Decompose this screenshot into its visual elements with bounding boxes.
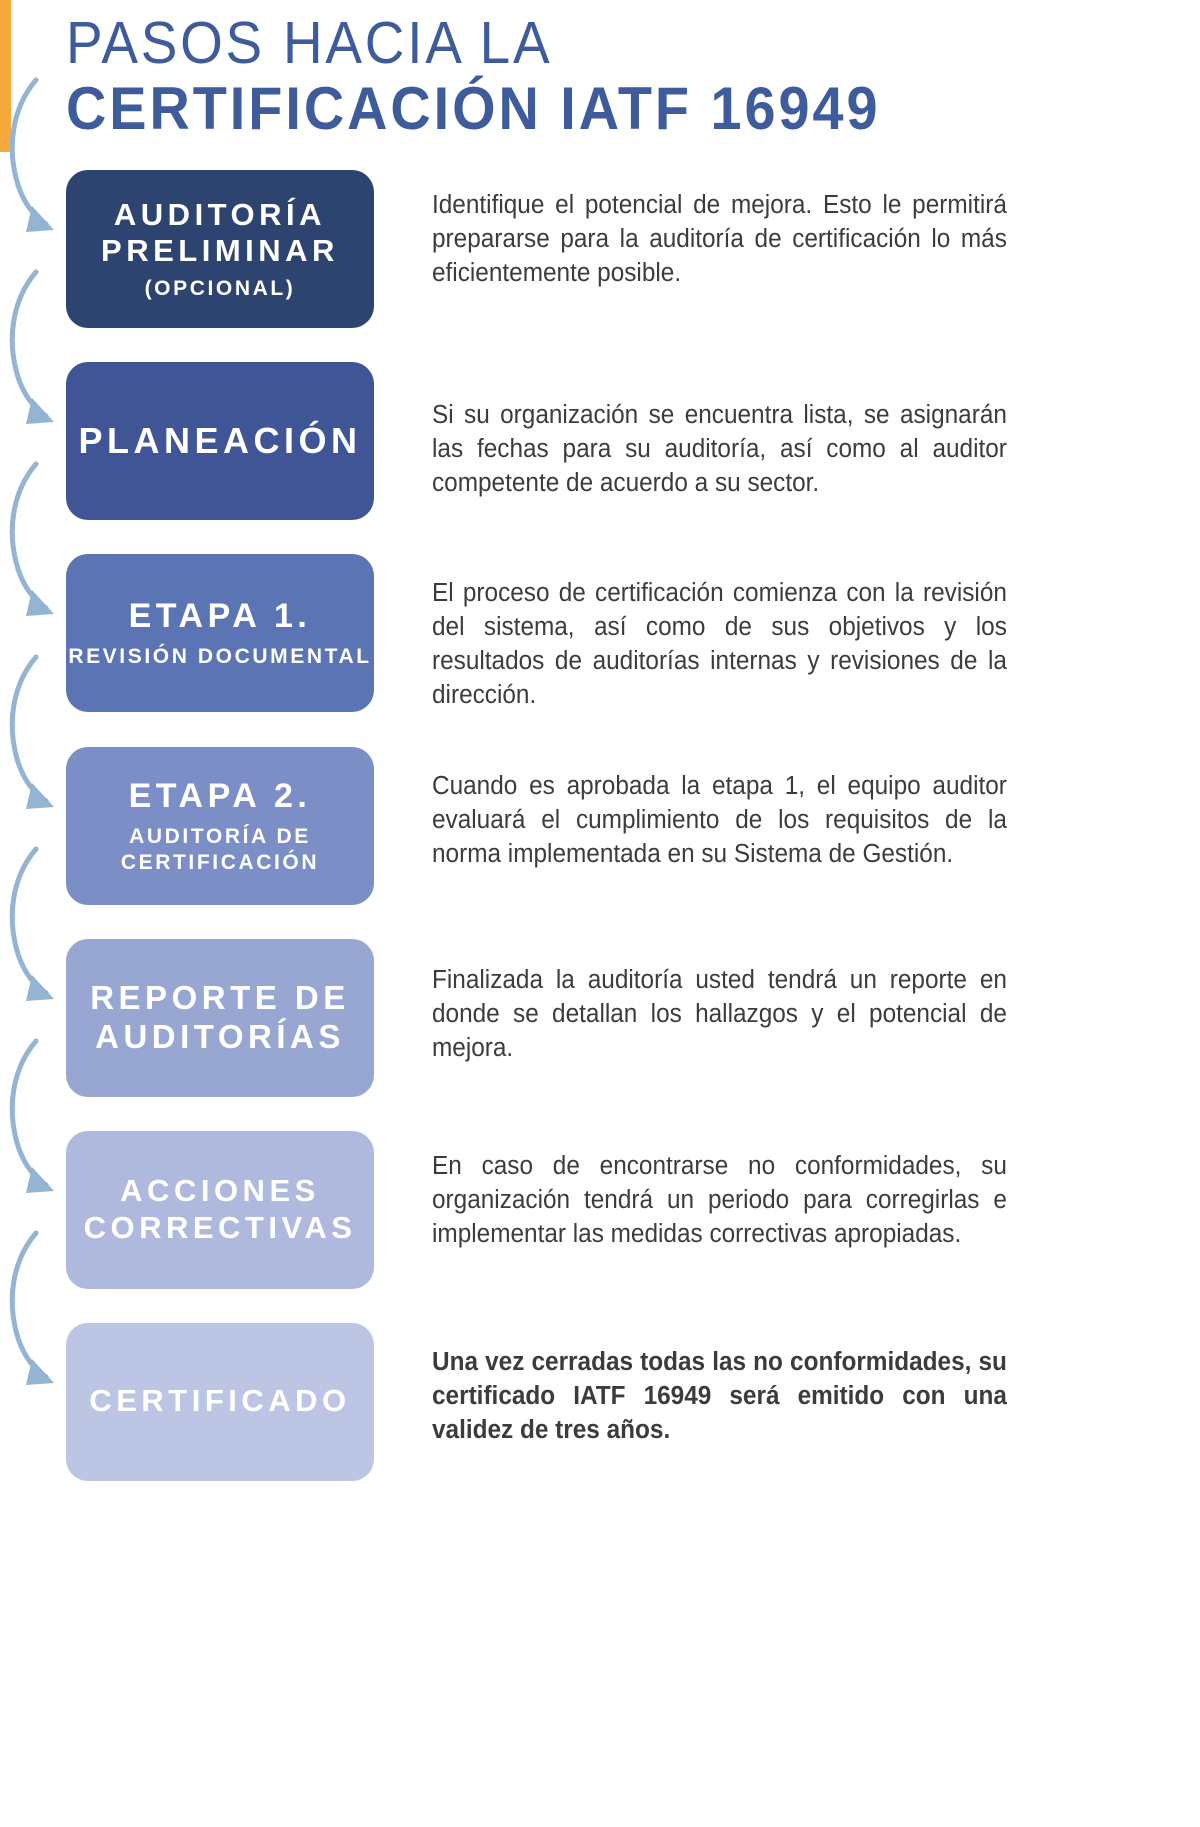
step-box-subtitle-line: (OPCIONAL) bbox=[144, 276, 296, 300]
step-box-subtitle: REVISIÓN DOCUMENTAL bbox=[68, 644, 371, 669]
step-box-7[interactable]: CERTIFICADO bbox=[66, 1322, 374, 1481]
step-box-title-line: REPORTE DE bbox=[90, 978, 350, 1016]
step-box-title: ETAPA 2. bbox=[129, 776, 312, 816]
step-box-title-line: PLANEACIÓN bbox=[78, 419, 362, 461]
step-box-title-line: CORRECTIVAS bbox=[83, 1209, 357, 1245]
step-box-title-line: ACCIONES bbox=[120, 1173, 320, 1209]
step-description: Cuando es aprobada la etapa 1, el equipo… bbox=[432, 771, 1007, 868]
step-description: Una vez cerradas todas las no conformida… bbox=[432, 1347, 1007, 1444]
step-row: PLANEACIÓN Si su organización se encuentr… bbox=[0, 269, 1200, 520]
title-line-2: CERTIFICACIÓN IATF 16949 bbox=[66, 74, 881, 142]
step-box-subtitle-line: REVISIÓN DOCUMENTAL bbox=[68, 645, 372, 669]
step-box-title-line: CERTIFICADO bbox=[89, 1383, 351, 1419]
step-box-subtitle: (OPCIONAL) bbox=[145, 276, 296, 301]
step-box-2[interactable]: PLANEACIÓN bbox=[66, 362, 374, 520]
orange-accent-bar bbox=[0, 0, 11, 152]
step-box-subtitle-line: AUDITORÍA DE bbox=[129, 825, 311, 849]
title-line-1: PASOS HACIA LA bbox=[66, 10, 553, 76]
step-box-subtitle-line: CERTIFICACIÓN bbox=[120, 850, 320, 874]
step-box-title-line: PRELIMINAR bbox=[101, 233, 339, 269]
step-box-title-line: ETAPA 1. bbox=[128, 597, 312, 636]
step-description: En caso de encontrarse no conformidades,… bbox=[432, 1151, 1007, 1248]
step-box-title: PLANEACIÓN bbox=[78, 420, 361, 462]
step-box-title: ETAPA 1. bbox=[129, 596, 312, 636]
step-box-title-line: AUDITORÍA bbox=[113, 196, 327, 232]
infographic-header: PASOS HACIA LA CERTIFICACIÓN IATF 16949 bbox=[0, 0, 1200, 170]
page-title: PASOS HACIA LA CERTIFICACIÓN IATF 16949 bbox=[0, 10, 1200, 142]
step-row: ETAPA 1. REVISIÓN DOCUMENTAL El proceso de… bbox=[0, 461, 1200, 713]
step-description: Identifique el potencial de mejora. Esto… bbox=[432, 191, 1007, 288]
step-description: Finalizada la auditoría usted tendrá un … bbox=[432, 965, 1007, 1062]
step-box-title: CERTIFICADO bbox=[89, 1383, 350, 1420]
step-description: Si su organización se encuentra lista, s… bbox=[432, 401, 1007, 498]
step-box-title-line: ETAPA 2. bbox=[128, 777, 312, 816]
step-box-3[interactable]: ETAPA 1. REVISIÓN DOCUMENTAL bbox=[66, 554, 374, 712]
step-description: El proceso de certificación comienza con… bbox=[432, 579, 1007, 710]
step-box-title-line: AUDITORÍAS bbox=[95, 1017, 345, 1055]
step-row: CERTIFICADO Una vez cerradas todas las no… bbox=[0, 1230, 1200, 1481]
